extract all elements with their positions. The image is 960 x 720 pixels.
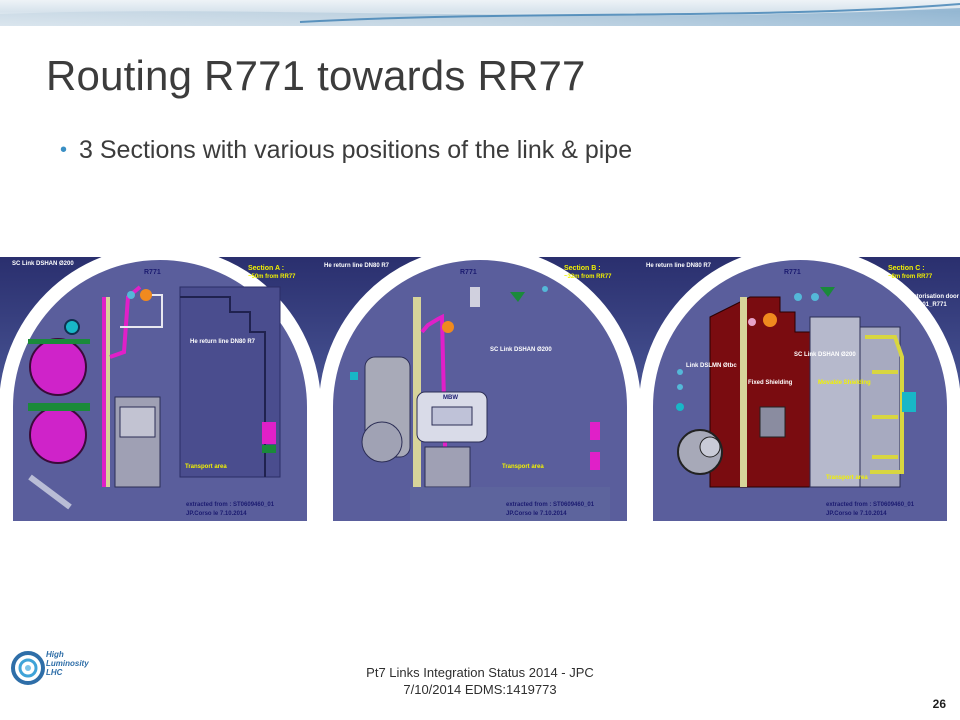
footer-caption: Pt7 Links Integration Status 2014 - JPC … [330,664,630,698]
hl-lhc-logo [10,648,110,688]
section-b-callout-sc-link: SC Link DSHAN Ø200 [490,347,552,353]
section-a-title: Section A : [248,265,285,272]
section-c-extracted-from: extracted from : ST0609460_01 [826,502,915,508]
hl-lhc-logo-icon [11,651,45,685]
section-c-movable-shielding: Movable Shielding [818,380,871,386]
section-a-tunnel-label: R771 [144,269,161,276]
section-c-author: JP.Corso le 7.10.2014 [826,511,887,517]
section-b-transport-area: Transport area [502,464,544,470]
bullet-text: 3 Sections with various positions of the… [79,136,633,164]
section-c-callout-door-id: YCPS01_R771 [906,302,947,308]
footer-line-1: Pt7 Links Integration Status 2014 - JPC [366,665,594,680]
section-c-transport-area: Transport area [826,475,868,481]
logo-line-luminosity: Luminosity [46,659,89,668]
section-a-author: JP.Corso le 7.10.2014 [186,511,247,517]
section-c-callout-sc-link: SC Link DSHAN Ø200 [794,352,856,358]
slide-title: Routing R771 towards RR77 [46,52,586,99]
section-b-extracted-from: extracted from : ST0609460_01 [506,502,595,508]
section-a-transport-area: Transport area [185,464,227,470]
section-c-callout-sectorisation-door: Sectorisation door [906,294,960,300]
page-number: 26 [932,697,946,711]
section-a-distance: ~50m from RR77 [248,274,296,280]
section-c-distance: ~8m from RR77 [888,274,933,280]
section-b-mbw-label: MBW [443,395,458,401]
section-b-callout-he-return: He return line DN80 R7 [324,263,390,269]
section-a-callout-he-return: He return line DN80 R7 [190,339,256,345]
section-c-callout-link-dslmn: Link DSLMN Øtbc [686,363,737,369]
section-b-tunnel-label: R771 [460,269,477,276]
section-c-title: Section C : [888,265,925,272]
tunnel-sections-figure: SC Link DSHAN Ø200 R771 Section A : ~50m… [0,257,960,521]
section-b-title: Section B : [564,265,601,272]
footer-line-2: 7/10/2014 EDMS:1419773 [403,682,557,697]
logo-line-high: High [46,650,64,659]
section-b-distance: ~32m from RR77 [564,274,612,280]
section-a-callout-sc-link: SC Link DSHAN Ø200 [12,261,74,267]
header-band [0,0,960,26]
section-a-panel: SC Link DSHAN Ø200 R771 Section A : ~50m… [0,257,320,521]
section-a-extracted-from: extracted from : ST0609460_01 [186,502,275,508]
section-b-author: JP.Corso le 7.10.2014 [506,511,567,517]
hl-lhc-logo-text: High Luminosity LHC [46,650,89,677]
logo-line-lhc: LHC [46,668,63,677]
bullet-dot-icon: • [60,139,68,161]
section-c-tunnel-label: R771 [784,269,801,276]
section-c-panel: He return line DN80 R7 R771 Section C : … [640,257,960,521]
section-b-panel: He return line DN80 R7 R771 Section B : … [320,257,640,521]
section-c-fixed-shielding: Fixed Shielding [748,380,793,386]
section-c-callout-he-return: He return line DN80 R7 [646,263,712,269]
bullet-item: • 3 Sections with various positions of th… [60,136,632,165]
